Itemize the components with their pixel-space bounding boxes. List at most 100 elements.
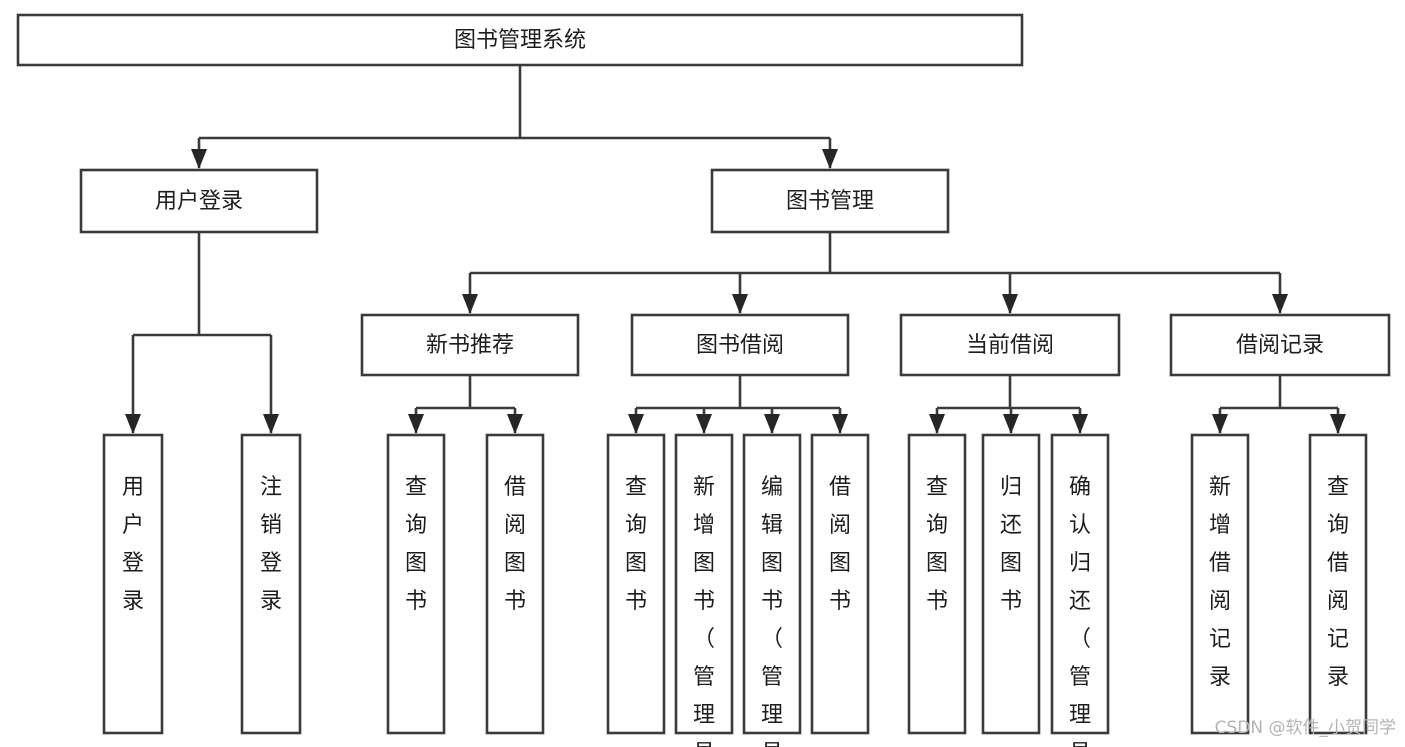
connectors-layer	[125, 65, 1346, 434]
node-label-br-add-record: 借	[1209, 551, 1231, 576]
node-label-bb-query-book: 书	[625, 589, 647, 614]
arrow-head-icon	[408, 414, 424, 434]
node-box-user-login[interactable]	[79, 168, 319, 234]
node-label-bb-add-book: 理	[693, 703, 715, 728]
node-label-br-query-record: 查	[1327, 475, 1349, 500]
node-box-current-borrow[interactable]	[899, 313, 1121, 377]
arrow-head-icon	[1003, 414, 1019, 434]
node-label-br-query-record: 询	[1327, 513, 1349, 538]
node-label-bb-query-book: 询	[625, 513, 647, 538]
node-box-bb-borrow-book[interactable]	[810, 433, 870, 735]
node-label-cb-confirm-return: 认	[1069, 513, 1091, 538]
node-box-nbr-query-book[interactable]	[386, 433, 446, 735]
node-label-borrow-record: 借阅记录	[1236, 333, 1324, 358]
node-label-bb-add-book: 图	[693, 551, 715, 576]
arrow-head-icon	[628, 414, 644, 434]
arrow-head-icon	[696, 414, 712, 434]
arrow-head-icon	[929, 414, 945, 434]
node-box-cb-confirm-return[interactable]	[1050, 433, 1110, 735]
node-label-bb-add-book: 管	[693, 665, 715, 690]
node-label-user-login-login: 录	[122, 589, 144, 614]
node-label-book-borrow: 图书借阅	[696, 333, 784, 358]
node-box-root[interactable]	[16, 13, 1024, 67]
node-label-cb-return-book: 书	[1000, 589, 1022, 614]
node-label-cb-return-book: 还	[1000, 513, 1022, 538]
node-label-bb-add-book: 书	[693, 589, 715, 614]
node-label-br-query-record: 借	[1327, 551, 1349, 576]
arrow-head-icon	[1212, 414, 1228, 434]
node-label-br-add-record: 阅	[1209, 589, 1231, 614]
node-label-bb-edit-book: 理	[761, 703, 783, 728]
arrow-head-icon	[732, 294, 748, 314]
node-box-book-borrow[interactable]	[630, 313, 850, 377]
node-label-nbr-query-book: 查	[405, 475, 427, 500]
node-root[interactable]: 图书管理系统	[16, 13, 1024, 67]
node-box-nbr-borrow-book[interactable]	[485, 433, 545, 735]
node-label-root: 图书管理系统	[454, 28, 586, 53]
node-box-bb-edit-book[interactable]	[742, 433, 802, 735]
node-label-cb-query-book: 书	[926, 589, 948, 614]
arrow-head-icon	[1072, 414, 1088, 434]
node-label-cb-confirm-return: 理	[1069, 703, 1091, 728]
node-label-nbr-query-book: 询	[405, 513, 427, 538]
node-new-book-recommend[interactable]: 新书推荐	[360, 313, 580, 377]
node-label-user-login-logout: 销	[260, 513, 282, 538]
arrow-head-icon	[125, 414, 141, 434]
node-label-br-add-record: 记	[1209, 627, 1231, 652]
node-book-management[interactable]: 图书管理	[710, 168, 950, 234]
node-label-cb-confirm-return: 归	[1069, 551, 1091, 576]
node-user-login[interactable]: 用户登录	[79, 168, 319, 234]
arrow-head-icon	[1002, 294, 1018, 314]
node-label-bb-edit-book: 图	[761, 551, 783, 576]
node-box-borrow-record[interactable]	[1169, 313, 1391, 377]
node-label-bb-edit-book: （	[761, 627, 783, 652]
node-box-new-book-recommend[interactable]	[360, 313, 580, 377]
node-box-cb-return-book[interactable]	[981, 433, 1041, 735]
arrow-head-icon	[263, 414, 279, 434]
node-box-bb-query-book[interactable]	[606, 433, 666, 735]
node-book-borrow[interactable]: 图书借阅	[630, 313, 850, 377]
node-label-br-query-record: 阅	[1327, 589, 1349, 614]
node-label-bb-add-book: 新	[693, 475, 715, 500]
node-box-cb-query-book[interactable]	[907, 433, 967, 735]
node-label-user-login: 用户登录	[155, 189, 243, 214]
arrow-head-icon	[764, 414, 780, 434]
arrow-head-icon	[832, 414, 848, 434]
node-label-bb-query-book: 图	[625, 551, 647, 576]
node-label-bb-add-book: （	[693, 627, 715, 652]
node-label-nbr-borrow-book: 借	[504, 475, 526, 500]
nodes-layer: 图书管理系统用户登录图书管理用户登录注销登录新书推荐查询图书借阅图书图书借阅查询…	[16, 13, 1391, 747]
node-label-user-login-login: 登	[122, 551, 144, 576]
node-label-user-login-logout: 登	[260, 551, 282, 576]
node-box-br-add-record[interactable]	[1190, 433, 1250, 735]
node-current-borrow[interactable]: 当前借阅	[899, 313, 1121, 377]
node-label-nbr-borrow-book: 图	[504, 551, 526, 576]
node-box-user-login-logout[interactable]	[240, 433, 302, 735]
node-label-bb-borrow-book: 阅	[829, 513, 851, 538]
node-label-user-login-logout: 录	[260, 589, 282, 614]
node-box-user-login-login[interactable]	[102, 433, 164, 735]
node-label-cb-return-book: 归	[1000, 475, 1022, 500]
node-box-bb-add-book[interactable]	[674, 433, 734, 735]
node-borrow-record[interactable]: 借阅记录	[1169, 313, 1391, 377]
node-box-book-management[interactable]	[710, 168, 950, 234]
node-label-bb-edit-book: 员	[761, 741, 783, 747]
node-label-user-login-login: 用	[122, 475, 144, 500]
node-label-cb-confirm-return: 还	[1069, 589, 1091, 614]
node-box-br-query-record[interactable]	[1308, 433, 1368, 735]
node-user-login-login[interactable]: 用户登录	[102, 433, 164, 735]
node-label-new-book-recommend: 新书推荐	[426, 333, 514, 358]
